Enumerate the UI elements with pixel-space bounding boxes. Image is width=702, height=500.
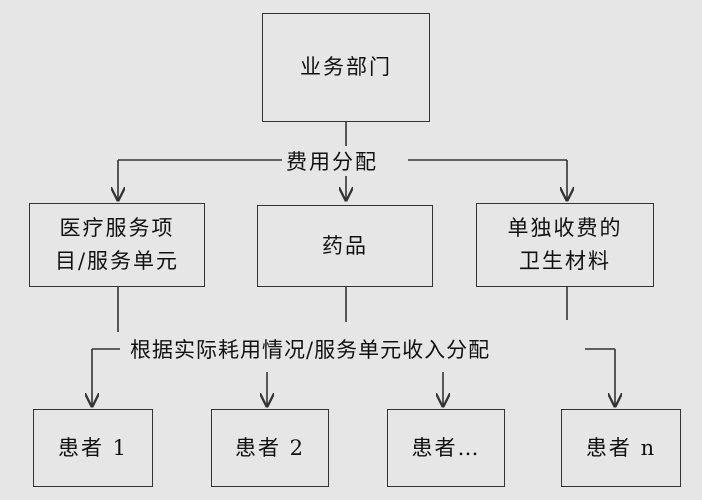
department-box: 业务部门 xyxy=(262,13,430,122)
drugs-box: 药品 xyxy=(257,205,433,287)
department-label: 业务部门 xyxy=(300,55,392,80)
medical-service-line2: 目/服务单元 xyxy=(54,249,180,273)
patient-box-1: 患者 1 xyxy=(33,409,153,487)
allocation-label: 费用分配 xyxy=(282,146,382,176)
patient-box-3: 患者… xyxy=(387,409,505,487)
patient-box-2: 患者 2 xyxy=(211,409,329,487)
patient-label-3: 患者… xyxy=(411,435,481,460)
distribution-label: 根据实际耗用情况/服务单元收入分配 xyxy=(126,334,495,364)
materials-box: 单独收费的 卫生材料 xyxy=(476,203,654,287)
materials-line1: 单独收费的 xyxy=(507,216,623,241)
medical-service-line1: 医疗服务项 xyxy=(59,216,175,241)
materials-line2: 卫生材料 xyxy=(519,249,611,273)
patient-label-n: 患者 n xyxy=(585,435,657,460)
patient-label-1: 患者 1 xyxy=(57,435,129,460)
patient-label-2: 患者 2 xyxy=(234,435,306,460)
drugs-label: 药品 xyxy=(322,233,368,258)
patient-box-n: 患者 n xyxy=(561,409,681,487)
medical-service-box: 医疗服务项 目/服务单元 xyxy=(29,203,205,287)
